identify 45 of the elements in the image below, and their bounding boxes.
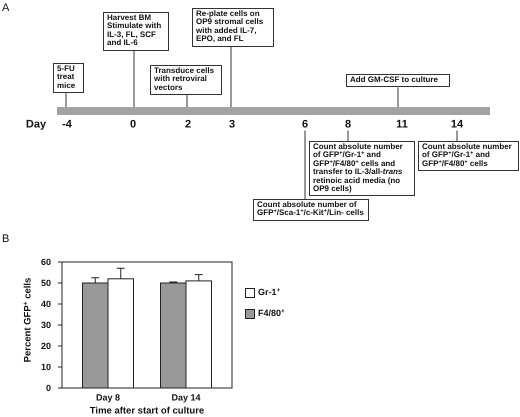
panel-letter: A (2, 3, 10, 14)
step-text: Count absolute number of GFP$^{+}$/Gr-1$^{+}$ and GFP$^{+}$/F4/80$^{+}$ cells and transfer to IL-3/all-trans retinoic acid media (no OP9 cells) (313, 143, 404, 194)
step-text: Count absolute number of GFP$^{+}$/Sca-1$^{+}$/c-Kit$^{+}$/Lin- cells (257, 201, 365, 218)
step-box (418, 141, 519, 172)
legend-label: Gr-1$^{+}$ (258, 288, 280, 297)
timeline-bar (57, 107, 490, 115)
step-box (53, 63, 84, 94)
leader-line (456, 130, 458, 142)
day-number: 8 (344, 120, 352, 130)
step-text: Count absolute number of GFP$^{+}$/Gr-1$^{+}$ and GFP$^{+}$/F4/80$^{+}$ cells (422, 143, 513, 168)
day-number: -4 (62, 120, 72, 130)
day-number: 6 (302, 120, 308, 130)
step-text: Re-plate cells on OP9 stromal cells with added IL-7, EPO, and FL (196, 10, 264, 44)
step-text: Stimulate with IL-3, FL, SCF and IL-6 (107, 22, 162, 48)
panel-letter: B (2, 234, 10, 245)
tick-label: 20 (40, 342, 51, 350)
tick-label: 0 (46, 384, 51, 392)
step-box (309, 141, 415, 196)
leader-line (186, 94, 188, 108)
tick-label: 60 (40, 258, 51, 266)
step-box (346, 74, 450, 88)
axis-title: Time after start of culture (90, 406, 204, 416)
leader-line (230, 46, 232, 108)
tick-label: 40 (40, 300, 51, 308)
day-number: 14 (450, 120, 464, 130)
day-number: 3 (228, 120, 236, 130)
tick-label: 50 (40, 278, 51, 288)
step-text: 5-FU treat mice (57, 65, 76, 90)
day-number: 11 (396, 120, 408, 130)
day-number: 2 (184, 120, 192, 130)
day-number: 0 (130, 120, 136, 130)
step-text: Harvest BM (107, 14, 152, 22)
step-box (253, 199, 369, 221)
tick-label: Day 14 (171, 394, 201, 402)
tick-label: 10 (40, 362, 51, 372)
axis-label: Day (26, 120, 46, 130)
step-box (150, 65, 222, 96)
step-box (192, 8, 274, 47)
tick-label: 30 (40, 320, 51, 330)
step-box (103, 12, 169, 51)
tick-label: Day 8 (96, 394, 120, 402)
step-text: Add GM-CSF to culture (350, 76, 439, 84)
step-text: Transduce cells with retroviral vectors (154, 67, 216, 92)
legend-label: F4/80$^{+}$ (258, 309, 285, 318)
leader-line (304, 130, 306, 200)
